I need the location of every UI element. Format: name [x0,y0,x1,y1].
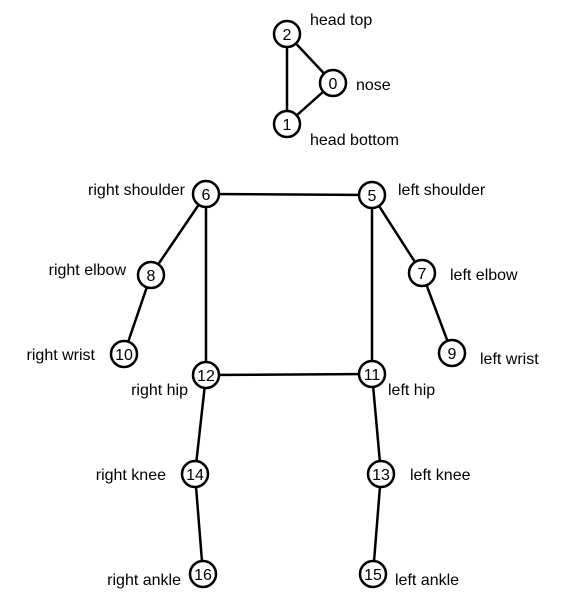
edge-12-14 [193,373,208,476]
keypoint-circle-7 [407,258,437,288]
keypoint-label-14: right knee [96,467,166,484]
keypoint-id-1: 1 [283,117,292,134]
keypoint-label-15: left ankle [395,572,459,589]
keypoint-circle-12 [191,360,221,390]
keypoint-id-6: 6 [202,187,211,204]
keypoint-label-0: nose [356,77,391,94]
edge-6-8 [149,192,208,277]
keypoint-node-14: 14 [180,459,210,489]
keypoint-node-9: 9 [437,338,467,368]
keypoint-circle-16 [188,559,218,589]
keypoint-circle-1 [272,109,302,139]
keypoint-id-14: 14 [186,467,204,484]
keypoint-node-7: 7 [407,258,437,288]
keypoint-label-1: head bottom [310,132,399,149]
keypoint-label-16: right ankle [107,572,181,589]
keypoint-labels: nose head bottom head top left shoulder righ… [27,12,540,589]
keypoint-circle-15 [358,559,388,589]
keypoint-node-6: 6 [191,179,221,209]
keypoint-label-9: left wrist [480,351,539,368]
keypoint-label-5: left shoulder [398,182,486,199]
keypoint-circle-8 [136,260,166,290]
keypoint-circle-5 [357,180,387,210]
keypoint-label-10: right wrist [27,347,96,364]
keypoint-label-11: left hip [388,382,435,399]
keypoint-id-13: 13 [372,467,390,484]
keypoint-id-15: 15 [364,567,382,584]
keypoint-node-16: 16 [188,559,218,589]
edge-11-13 [370,372,383,476]
edge-14-16 [193,472,205,576]
keypoint-node-11: 11 [357,359,387,389]
keypoint-label-2: head top [310,12,372,29]
keypoint-node-0: 0 [318,68,348,98]
keypoint-id-9: 9 [448,346,457,363]
keypoint-circle-0 [318,68,348,98]
keypoint-label-12: right hip [131,382,188,399]
edge-6-5 [204,192,374,197]
keypoint-node-12: 12 [191,360,221,390]
keypoint-label-6: right shoulder [88,182,186,199]
keypoint-node-1: 1 [272,109,302,139]
keypoint-id-7: 7 [418,266,427,283]
keypoint-label-8: right elbow [49,262,127,279]
keypoint-circle-11 [357,359,387,389]
edge-5-7 [370,193,424,275]
keypoint-label-13: left knee [410,467,471,484]
keypoint-id-11: 11 [364,367,381,384]
keypoint-label-7: left elbow [450,267,518,284]
keypoint-circle-2 [272,19,302,49]
keypoint-id-0: 0 [329,76,338,93]
keypoint-id-5: 5 [368,188,377,205]
keypoint-circle-13 [366,459,396,489]
keypoint-circle-14 [180,459,210,489]
keypoint-node-10: 10 [109,339,139,369]
keypoint-id-2: 2 [283,27,292,44]
keypoint-id-12: 12 [197,368,215,385]
keypoint-id-8: 8 [147,268,156,285]
keypoint-node-5: 5 [357,180,387,210]
keypoint-node-2: 2 [272,19,302,49]
keypoint-id-16: 16 [194,567,212,584]
keypoint-node-13: 13 [366,459,396,489]
keypoint-id-10: 10 [115,347,133,364]
keypoint-circle-6 [191,179,221,209]
keypoint-circle-10 [109,339,139,369]
keypoint-node-15: 15 [358,559,388,589]
keypoint-node-8: 8 [136,260,166,290]
keypoint-circle-9 [437,338,467,368]
edge-12-11 [204,372,374,377]
edge-13-15 [371,472,383,576]
